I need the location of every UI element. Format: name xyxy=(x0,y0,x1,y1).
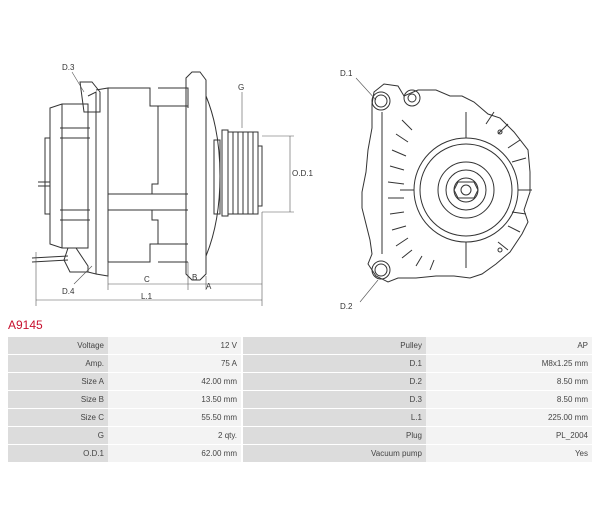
drawing-labels: D.3 D.4 G O.D.1 C B A L.1 D.1 D.2 xyxy=(62,63,353,311)
spec-label: G xyxy=(8,427,108,444)
part-number: A9145 xyxy=(8,318,43,332)
table-row: G 2 qty. Plug PL_2004 xyxy=(8,427,592,444)
spec-label: L.1 xyxy=(243,409,426,426)
spec-label: Pulley xyxy=(243,337,426,354)
table-row: Amp. 75 A D.1 M8x1.25 mm xyxy=(8,355,592,372)
spec-label: Amp. xyxy=(8,355,108,372)
table-row: Size B 13.50 mm D.3 8.50 mm xyxy=(8,391,592,408)
spec-value: M8x1.25 mm xyxy=(426,355,592,372)
label-d4: D.4 xyxy=(62,287,75,296)
spec-value: 13.50 mm xyxy=(108,391,241,408)
table-row: O.D.1 62.00 mm Vacuum pump Yes xyxy=(8,445,592,462)
label-a: A xyxy=(206,282,212,291)
alternator-technical-drawing: D.3 D.4 G O.D.1 C B A L.1 D.1 D.2 xyxy=(31,63,532,311)
front-view xyxy=(361,83,532,283)
label-d3: D.3 xyxy=(62,63,75,72)
spec-label: Size B xyxy=(8,391,108,408)
spec-label: D.2 xyxy=(243,373,426,390)
spec-label: D.3 xyxy=(243,391,426,408)
spec-label: Plug xyxy=(243,427,426,444)
specifications-table: Voltage 12 V Pulley AP Amp. 75 A D.1 M8x… xyxy=(8,336,592,463)
spec-label: O.D.1 xyxy=(8,445,108,462)
label-d1: D.1 xyxy=(340,69,353,78)
spec-value: 8.50 mm xyxy=(426,373,592,390)
label-g: G xyxy=(238,83,244,92)
spec-label: D.1 xyxy=(243,355,426,372)
label-c: C xyxy=(144,275,150,284)
spec-value: Yes xyxy=(426,445,592,462)
spec-value: 225.00 mm xyxy=(426,409,592,426)
spec-value: PL_2004 xyxy=(426,427,592,444)
spec-label: Vacuum pump xyxy=(243,445,426,462)
table-row: Voltage 12 V Pulley AP xyxy=(8,337,592,354)
spec-value: 42.00 mm xyxy=(108,373,241,390)
label-od1: O.D.1 xyxy=(292,169,313,178)
spec-value: 75 A xyxy=(108,355,241,372)
side-view xyxy=(31,71,263,281)
spec-value: 2 qty. xyxy=(108,427,241,444)
spec-value: 12 V xyxy=(108,337,241,354)
spec-label: Size A xyxy=(8,373,108,390)
label-d2: D.2 xyxy=(340,302,353,311)
label-l1: L.1 xyxy=(141,292,153,301)
spec-value: 8.50 mm xyxy=(426,391,592,408)
table-row: Size C 55.50 mm L.1 225.00 mm xyxy=(8,409,592,426)
table-row: Size A 42.00 mm D.2 8.50 mm xyxy=(8,373,592,390)
spec-value: AP xyxy=(426,337,592,354)
spec-label: Voltage xyxy=(8,337,108,354)
spec-value: 55.50 mm xyxy=(108,409,241,426)
label-b: B xyxy=(192,273,197,282)
spec-label: Size C xyxy=(8,409,108,426)
dimension-lines xyxy=(35,71,379,306)
spec-value: 62.00 mm xyxy=(108,445,241,462)
